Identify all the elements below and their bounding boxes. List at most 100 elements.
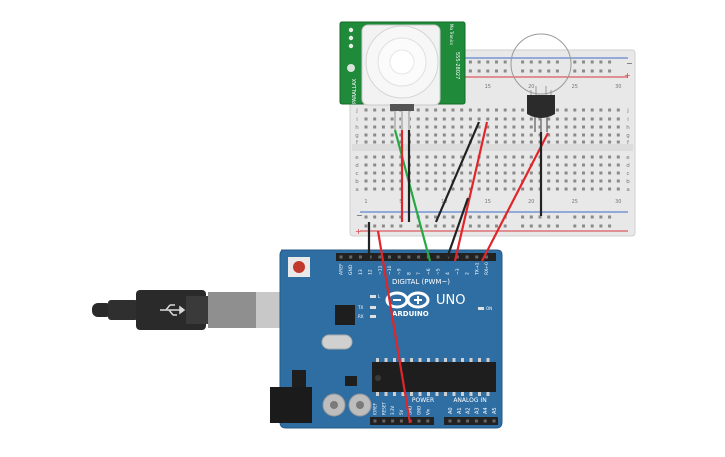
small-component: [345, 376, 357, 386]
hole: [529, 179, 533, 183]
chip-pin: [427, 392, 430, 396]
mount-hole: [348, 43, 354, 49]
hole: [512, 171, 516, 175]
wire-gnd-diagonal[interactable]: [434, 121, 481, 223]
hole: [460, 108, 464, 112]
row-letter: c: [626, 171, 629, 177]
hole: [521, 108, 525, 112]
main-holes: [364, 108, 620, 191]
hole: [495, 171, 498, 175]
hole: [442, 163, 446, 167]
hole: [495, 140, 498, 144]
reset-button[interactable]: [293, 261, 305, 273]
hole: [390, 155, 394, 159]
pir-brand: PARALLAX: [352, 78, 358, 104]
digital-pin-label: ~6: [426, 268, 432, 275]
hole: [599, 125, 603, 129]
hole: [390, 187, 394, 191]
hole: [425, 117, 429, 121]
hole: [460, 125, 464, 129]
hole: [573, 133, 577, 137]
hole: [364, 171, 368, 175]
rail-hole: [590, 215, 594, 219]
hole: [616, 179, 620, 183]
mount-hole: [348, 27, 354, 33]
wire-arduino-5v[interactable]: [376, 230, 412, 424]
pin-hole: [388, 255, 391, 259]
hole: [529, 117, 533, 121]
hole: [442, 108, 446, 112]
hole: [590, 125, 594, 129]
hole: [425, 125, 429, 129]
usb-plug-metal: [208, 292, 260, 328]
hole: [590, 171, 594, 175]
rail-hole: [434, 215, 438, 219]
transistor[interactable]: [527, 95, 555, 132]
chip-pin: [410, 358, 413, 362]
wire-signal-red[interactable]: [453, 121, 489, 262]
pin-hole: [407, 255, 411, 259]
digital-pin-label: ~3: [455, 268, 461, 275]
rail-hole: [573, 215, 577, 219]
row-letter: i: [627, 117, 629, 123]
hole: [555, 155, 559, 159]
pin-hole: [465, 255, 469, 259]
rail-hole: [538, 60, 542, 64]
arduino-logo: [385, 291, 430, 309]
led-label-rx: RX: [358, 314, 364, 319]
hole: [495, 163, 498, 167]
hole: [529, 140, 533, 144]
crystal: [321, 334, 353, 350]
led-label-tx: TX: [357, 305, 363, 310]
row-letter: a: [355, 187, 358, 193]
rail-hole: [521, 69, 525, 73]
rail-hole: [555, 224, 559, 228]
hole: [555, 133, 559, 137]
hole: [599, 140, 603, 144]
pin-hole: [485, 255, 488, 259]
hole: [434, 171, 438, 175]
hole: [364, 108, 368, 112]
hole: [451, 133, 455, 137]
pin-hole: [436, 255, 440, 259]
pin-hole: [397, 255, 401, 259]
wire-transistor-base[interactable]: [481, 132, 549, 262]
rail-hole: [468, 69, 472, 73]
hole: [486, 108, 490, 112]
analog-pin-label: A4: [483, 407, 489, 414]
wire-pir-signal[interactable]: [393, 129, 432, 262]
hole: [521, 117, 525, 121]
rail-minus-label-top: −: [626, 59, 633, 68]
rail-hole: [547, 69, 551, 73]
hole: [381, 171, 385, 175]
rail-hole: [477, 215, 481, 219]
hole: [477, 187, 481, 191]
voltage-regulator: [292, 370, 306, 388]
hole: [390, 179, 394, 183]
hole: [399, 171, 403, 175]
rail-hole: [495, 224, 498, 228]
hole: [451, 108, 455, 112]
chip-pin: [384, 358, 388, 362]
wire-black-pin[interactable]: [444, 197, 470, 262]
hole: [442, 117, 446, 121]
hole: [425, 187, 429, 191]
hole: [468, 133, 472, 137]
hole: [599, 187, 603, 191]
hole: [590, 163, 594, 167]
hole: [529, 133, 533, 137]
power-pin-label: Vin: [425, 408, 430, 415]
hole: [451, 171, 455, 175]
rail-hole: [608, 215, 612, 219]
digital-pin-label: AREF: [339, 263, 345, 275]
hole: [573, 140, 577, 144]
hole: [477, 163, 481, 167]
pir-sensor[interactable]: PARALLAX 555-28027 Mo Tronics: [339, 21, 466, 130]
hole: [451, 187, 455, 191]
hole: [582, 133, 585, 137]
hole: [573, 117, 577, 121]
